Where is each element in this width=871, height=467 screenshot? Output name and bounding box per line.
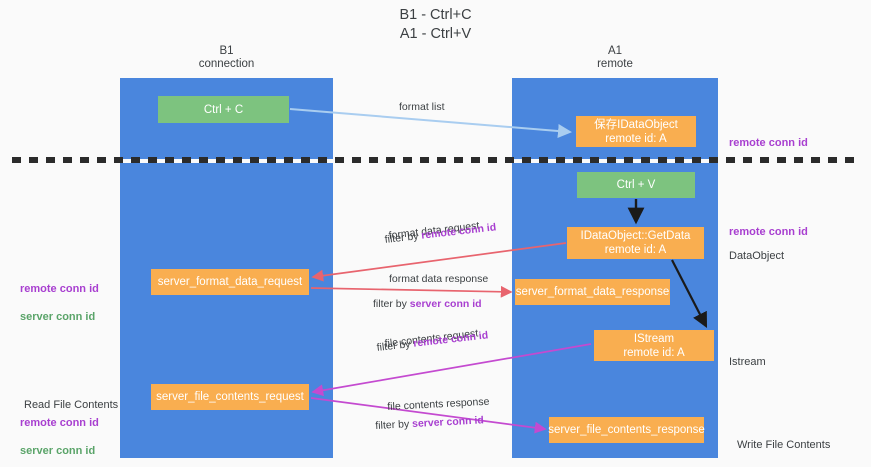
filter-key: server conn id (411, 414, 485, 431)
node-idataobject-getdata[interactable]: IDataObject::GetData remote id: A (567, 227, 704, 259)
annotation-left-read-file-contents: Read File Contents (24, 384, 118, 426)
column-header-a1: A1 remote (597, 45, 633, 70)
annotation-text: remote conn id (729, 226, 808, 238)
node-istream[interactable]: IStream remote id: A (594, 330, 714, 361)
annotation-text-server: server conn id (20, 445, 96, 457)
annotation-text: Write File Contents (737, 439, 831, 451)
edge-label-file-contents-response: file contents response (387, 395, 490, 413)
annotation-text-remote: remote conn id (20, 417, 99, 429)
annotation-text: Read File Contents (24, 399, 119, 411)
edge-label-format-list: format list (399, 101, 445, 113)
filter-prefix: filter by (375, 418, 413, 432)
annotation-text-remote: remote conn id (20, 283, 99, 295)
annotation-text-server: server conn id (20, 311, 96, 323)
node-server-format-data-response[interactable]: server_format_data_response (515, 279, 670, 305)
annotation-right-remote-conn-id-mid: remote conn id (729, 211, 808, 253)
node-server-file-contents-request[interactable]: server_file_contents_request (151, 384, 309, 410)
edge-label-file-contents-response-filter: filter by server conn id (375, 413, 484, 433)
node-save-idataobject[interactable]: 保存IDataObject remote id: A (576, 116, 696, 147)
lane-b1-lower (120, 163, 333, 458)
phase-divider (12, 157, 859, 163)
annotation-text: DataObject (729, 250, 785, 262)
filter-prefix: filter by (373, 298, 410, 310)
lane-a1-lower (512, 163, 718, 458)
column-header-b1: B1 connection (198, 45, 255, 70)
edge-label-format-data-response: format data response (389, 273, 489, 285)
node-server-format-data-request[interactable]: server_format_data_request (151, 269, 309, 295)
annotation-right-remote-conn-id-top: remote conn id (729, 122, 808, 164)
node-ctrl-c[interactable]: Ctrl + C (158, 96, 289, 123)
annotation-right-write-file-contents: Write File Contents (737, 424, 830, 466)
edge-label-format-data-response-filter: filter by server conn id (373, 297, 482, 311)
filter-key: server conn id (409, 298, 482, 310)
annotation-text: Istream (729, 356, 766, 368)
annotation-right-dataobject: DataObject (729, 235, 784, 277)
node-server-file-contents-response[interactable]: server_file_contents_response (548, 417, 705, 443)
annotation-left-conn-ids: remote conn id server conn id (20, 268, 99, 338)
node-ctrl-v[interactable]: Ctrl + V (577, 172, 695, 198)
annotation-left-conn-ids-2: remote conn id server conn id (20, 402, 99, 467)
annotation-text: remote conn id (729, 137, 808, 149)
diagram-title: B1 - Ctrl+C A1 - Ctrl+V (399, 7, 472, 42)
filter-prefix: filter by (384, 229, 423, 246)
filter-prefix: filter by (376, 337, 415, 354)
annotation-right-istream: Istream (729, 341, 766, 383)
